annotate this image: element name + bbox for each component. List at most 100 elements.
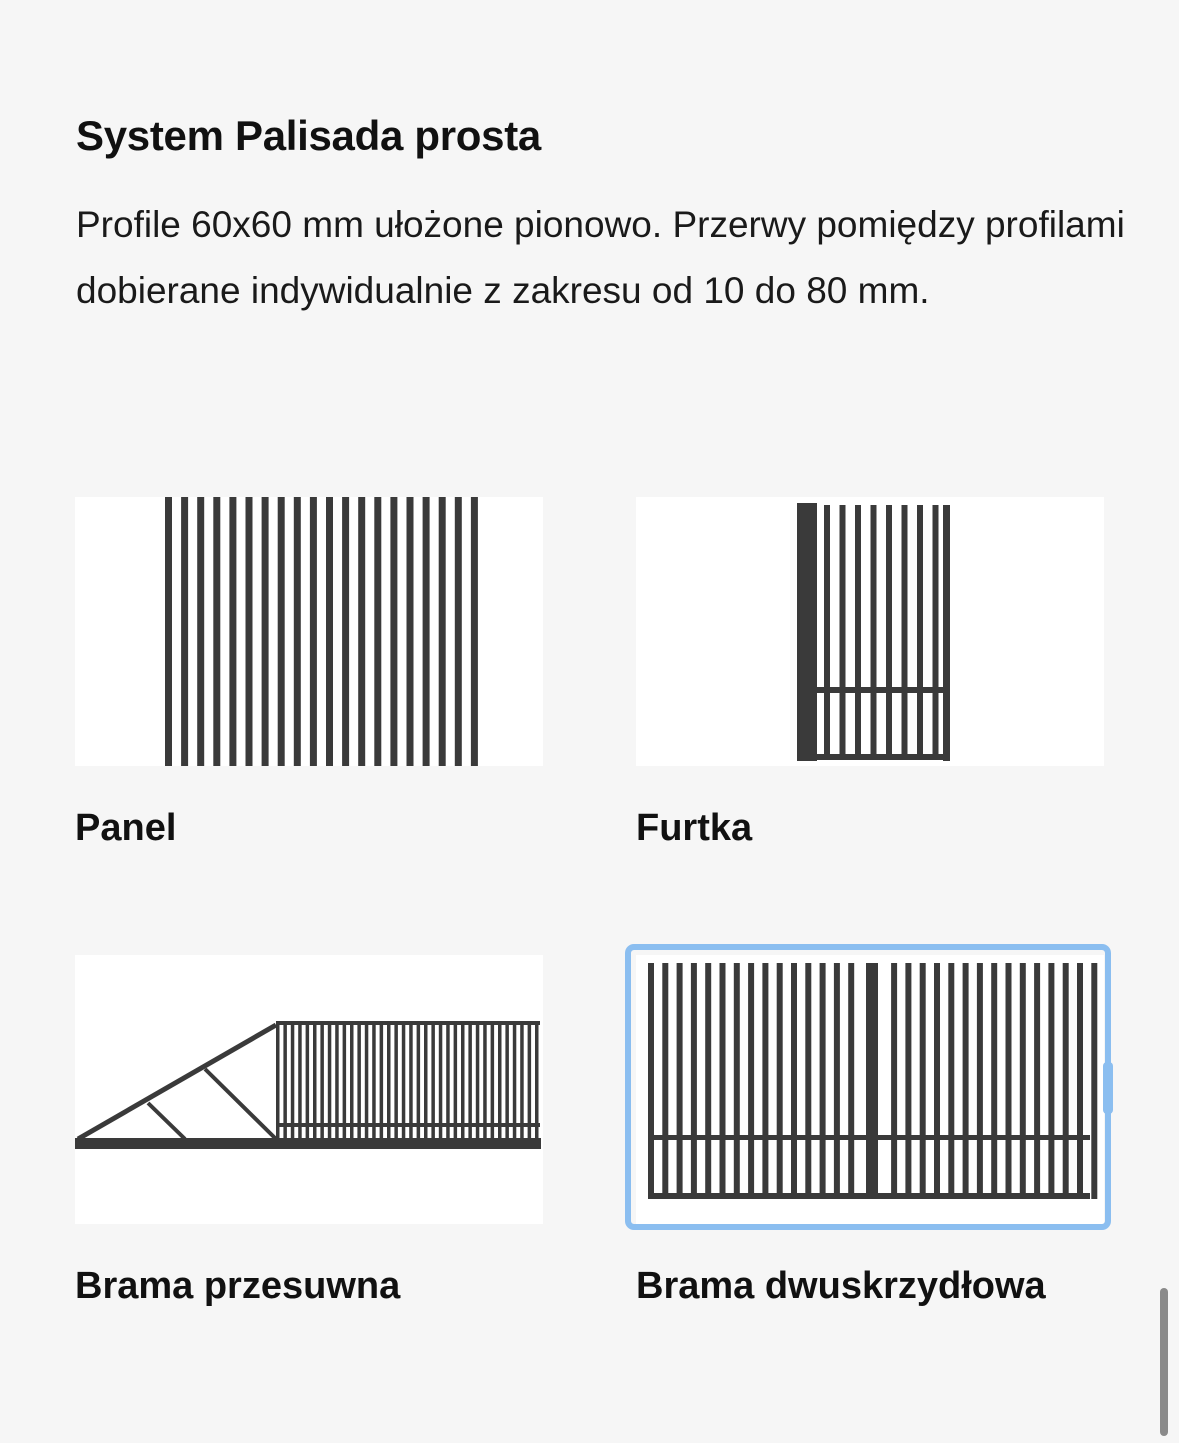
drawing-bar: [648, 1135, 1090, 1140]
drawing-strut: [203, 1067, 278, 1141]
product-card-brama-przesuwna[interactable]: Brama przesuwna: [75, 955, 543, 1307]
drawing-bar: [390, 497, 398, 766]
drawing-bar: [409, 1023, 413, 1140]
drawing-bar: [932, 505, 939, 759]
drawing-bar: [327, 1023, 332, 1140]
drawing-bar: [446, 1023, 450, 1140]
drawing-bar: [416, 1023, 421, 1140]
drawing-bar: [422, 497, 430, 766]
drawing-bar: [791, 963, 797, 1199]
drawing-bar: [313, 1023, 317, 1140]
section-title: System Palisada prosta: [76, 112, 541, 159]
drawing-bar: [364, 1023, 369, 1140]
drawing-bar: [870, 505, 877, 759]
panel-fence-drawing-icon: [75, 497, 543, 766]
drawing-bar: [520, 1023, 524, 1140]
drawing-bar: [394, 1023, 398, 1140]
drawing-bar: [245, 497, 253, 766]
drawing-bar: [438, 1023, 443, 1140]
drawing-bar: [320, 1023, 324, 1140]
drawing-bar: [648, 963, 654, 1199]
drawing-bar: [290, 1023, 295, 1140]
drawing-bar: [733, 963, 740, 1199]
drawing-bar: [424, 1023, 428, 1140]
drawing-bar: [1019, 963, 1026, 1199]
drawing-bar: [483, 1023, 487, 1140]
drawing-bar: [848, 963, 855, 1199]
drawing-bar: [976, 963, 983, 1199]
drawing-bar: [1034, 963, 1041, 1199]
drawing-bar: [461, 1023, 465, 1140]
drawing-bar: [357, 1023, 361, 1140]
drawing-bar: [372, 1023, 376, 1140]
drawing-bar: [1048, 963, 1055, 1199]
drawing-bar: [705, 963, 712, 1199]
drawing-bar: [855, 505, 861, 759]
drawing-bar: [776, 963, 783, 1199]
drawing-bar: [181, 497, 189, 766]
drawing-bar: [505, 1023, 509, 1140]
drawing-bar: [1091, 963, 1098, 1199]
drawing-bar: [276, 1123, 540, 1127]
drawing-bar: [512, 1023, 517, 1140]
drawing-bar: [75, 1138, 541, 1149]
drawing-bar: [819, 963, 826, 1199]
drawing-bar: [817, 687, 950, 693]
drawing-bar: [797, 503, 817, 761]
drawing-bar: [454, 497, 462, 766]
product-card-panel[interactable]: Panel: [75, 497, 543, 849]
drawing-bar: [905, 963, 912, 1199]
drawing-bar: [991, 963, 998, 1199]
product-label: Furtka: [636, 807, 753, 849]
drawing-bar: [305, 1023, 310, 1140]
product-label: Brama przesuwna: [75, 1265, 401, 1307]
drawing-bar: [387, 1023, 391, 1140]
drawing-bar: [662, 963, 669, 1199]
selection-handle: [1103, 1062, 1113, 1114]
drawing-bar: [374, 497, 382, 766]
drawing-bar: [350, 1023, 354, 1140]
scrollbar[interactable]: [1160, 1288, 1168, 1436]
drawing-bar: [213, 497, 221, 766]
drawing-bar: [197, 497, 205, 766]
drawing-bar: [401, 1023, 406, 1140]
drawing-bar: [342, 497, 350, 766]
drawing-bar: [490, 1023, 495, 1140]
sliding-gate-drawing-icon: [75, 955, 543, 1224]
drawing-strut: [76, 1022, 278, 1142]
drawing-bar: [535, 1023, 539, 1140]
drawing-bar: [648, 1193, 1090, 1199]
drawing-bar: [431, 1023, 435, 1140]
drawing-bar: [335, 1023, 339, 1140]
drawing-bar: [839, 505, 846, 759]
drawing-bar: [379, 1023, 384, 1140]
drawing-bar: [293, 497, 301, 766]
drawing-bar: [1005, 963, 1012, 1199]
drawing-bar: [805, 963, 812, 1199]
product-card-brama-dwuskrzydlowa[interactable]: Brama dwuskrzydłowa: [636, 955, 1104, 1307]
drawing-bar: [817, 754, 950, 760]
drawing-bar: [962, 963, 969, 1199]
drawing-bar: [438, 497, 446, 766]
drawing-bar: [406, 497, 414, 766]
drawing-bar: [261, 497, 269, 766]
drawing-bar: [475, 1023, 480, 1140]
drawing-bar: [470, 497, 478, 766]
drawing-bar: [901, 505, 908, 759]
drawing-bar: [891, 963, 898, 1199]
drawing-bar: [298, 1023, 302, 1140]
drawing-bar: [527, 1023, 532, 1140]
drawing-bar: [833, 963, 840, 1199]
drawing-bar: [866, 963, 878, 1199]
section-description: Profile 60x60 mm ułożone pionowo. Przerw…: [76, 204, 1125, 311]
product-card-furtka[interactable]: Furtka: [636, 497, 1104, 849]
drawing-bar: [886, 505, 892, 759]
drawing-bar: [1077, 963, 1083, 1199]
drawing-bar: [309, 497, 317, 766]
drawing-bar: [943, 505, 950, 761]
drawing-bar: [676, 963, 683, 1199]
drawing-bar: [934, 963, 940, 1199]
drawing-bar: [748, 963, 755, 1199]
drawing-bar: [358, 497, 366, 766]
drawing-bar: [276, 1021, 540, 1025]
